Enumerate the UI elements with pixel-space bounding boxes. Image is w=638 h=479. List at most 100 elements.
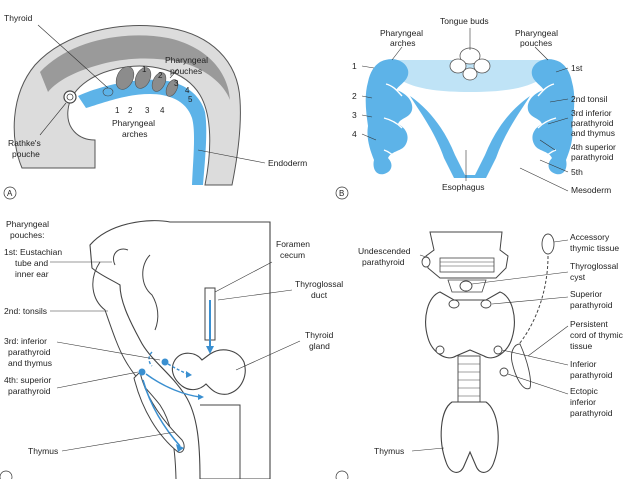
svg-text:parathyroid: parathyroid [362,257,405,267]
label-3rd-inferior: 3rd inferior [571,108,612,118]
label-thymus-c: Thymus [28,446,58,456]
panel-a: Thyroid Pharyngeal pouches 1 2 3 4 5 1 2… [3,13,307,200]
svg-text:parathyroid: parathyroid [570,370,613,380]
svg-text:cecum: cecum [280,250,305,260]
svg-text:1: 1 [115,106,120,115]
label-4th-superior: 4th superior [571,142,616,152]
label-undescended-parathyroid: Undescended [358,246,411,256]
embryo-gray-band [40,35,230,100]
label-pharyngeal-arches-b: Pharyngeal [380,28,423,38]
thyroglossal-cyst [459,280,473,292]
svg-text:tube and: tube and [15,258,48,268]
label-ectopic-parathyroid: Ectopic [570,386,599,396]
label-1st-eustachian: 1st: Eustachian [4,247,62,257]
thyroid-gland-c [171,349,246,395]
svg-text:parathyroid: parathyroid [571,118,614,128]
right-arches [527,59,575,175]
label-mesoderm: Mesoderm [571,185,611,195]
label-persistent-cord: Persistent [570,319,608,329]
svg-text:and thymus: and thymus [571,128,615,138]
svg-text:duct: duct [311,290,328,300]
svg-text:1: 1 [142,65,147,74]
pharyngeal-arch-1 [115,66,135,90]
svg-text:cord of thymic: cord of thymic [570,330,624,340]
panel-b: Tongue buds Pharyngeal arches Pharyngeal… [335,16,616,200]
label-1st: 1st [571,63,583,73]
label-thyroid-gland: Thyroid [305,330,334,340]
svg-text:arches: arches [390,38,416,48]
label-thyroid: Thyroid [4,13,33,23]
svg-text:thymic tissue: thymic tissue [570,243,619,253]
svg-text:arches: arches [122,129,148,139]
svg-text:parathyroid: parathyroid [570,300,613,310]
label-thyroglossal-cyst: Thyroglossal [570,261,618,271]
svg-text:1: 1 [352,61,357,71]
svg-text:pouches: pouches [520,38,552,48]
svg-text:2: 2 [128,106,133,115]
panel-d: Undescended parathyroid Accessory thymic… [335,231,624,479]
label-thyroglossal-duct: Thyroglossal [295,279,343,289]
label-inferior-parathyroid: Inferior [570,359,597,369]
svg-text:3: 3 [145,106,150,115]
thyroid-gland-d [425,291,515,359]
svg-text:2: 2 [352,91,357,101]
pharyngeal-arch-4 [165,79,179,97]
label-5th: 5th [571,167,583,177]
label-endoderm: Endoderm [268,158,307,168]
label-esophagus: Esophagus [442,182,485,192]
undescended-parathyroid [421,256,431,268]
svg-text:parathyroid: parathyroid [8,347,51,357]
panel-letter-b: B [339,189,344,198]
svg-text:pouche: pouche [12,149,40,159]
label-accessory-thymic: Accessory [570,232,610,242]
svg-text:tissue: tissue [570,341,592,351]
parathyroid-4th [138,368,146,376]
ectopic-parathyroid [499,367,509,377]
svg-text:5: 5 [188,95,193,104]
svg-text:4: 4 [185,86,190,95]
svg-text:gland: gland [309,341,330,351]
parathyroid-3rd [161,358,169,366]
svg-text:3: 3 [174,79,179,88]
label-3rd-inferior-c: 3rd: inferior [4,336,47,346]
svg-text:3: 3 [352,110,357,120]
svg-text:pouches:: pouches: [10,230,45,240]
panel-letter-a: A [7,189,13,198]
left-arches [365,59,413,175]
label-2nd-tonsils: 2nd: tonsils [4,306,47,316]
label-2nd-tonsil: 2nd tonsil [571,94,607,104]
label-superior-parathyroid: Superior [570,289,602,299]
thyroid-bud [102,87,114,97]
svg-text:and thymus: and thymus [8,358,52,368]
label-rathkes-pouch: Rathke's [8,138,41,148]
label-thymus-d: Thymus [374,446,404,456]
pharyngeal-arch-2 [134,67,152,89]
foregut-endoderm [78,79,207,185]
label-pharyngeal-pouches-a: Pharyngeal [165,55,208,65]
esophagus-channel [410,96,530,178]
label-pharyngeal-arches-a: Pharyngeal [112,118,155,128]
label-4th-superior-c: 4th: superior [4,375,51,385]
svg-text:inner ear: inner ear [15,269,49,279]
label-tongue-buds: Tongue buds [440,16,489,26]
neck-outline [89,220,271,479]
label-foramen-cecum: Foramen [276,239,310,249]
pharyngeal-arch-3 [151,72,167,92]
svg-text:inferior: inferior [570,397,596,407]
label-pharyngeal-pouches-b: Pharyngeal [515,28,558,38]
tongue-buds [449,47,491,81]
svg-text:4: 4 [160,106,165,115]
svg-text:4: 4 [352,129,357,139]
svg-text:cyst: cyst [570,272,586,282]
persistent-thymic-cord [513,255,549,351]
thymus-d [440,401,499,473]
svg-text:parathyroid: parathyroid [570,408,613,418]
accessory-thymic-tissue [541,233,555,255]
svg-text:parathyroid: parathyroid [571,152,614,162]
panel-c: Pharyngeal pouches: 1st: Eustachian tube… [0,219,343,479]
svg-text:2: 2 [158,71,163,80]
label-pharyngeal-pouches-c: Pharyngeal [6,219,49,229]
svg-text:pouches: pouches [170,66,202,76]
svg-text:parathyroid: parathyroid [8,386,51,396]
